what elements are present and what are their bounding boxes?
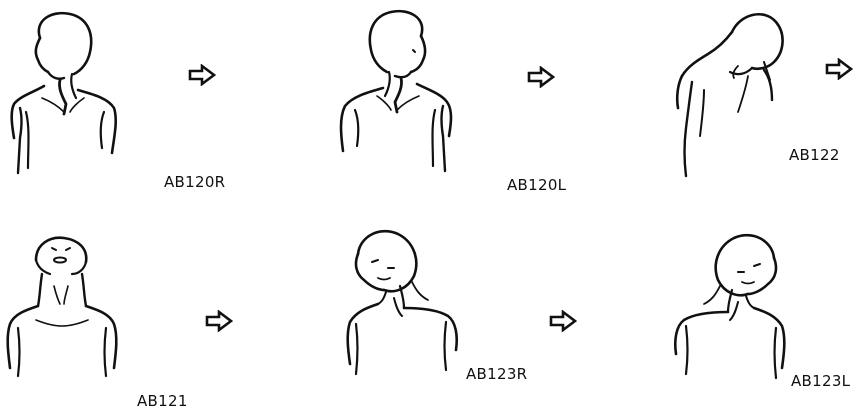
- figure-label-ab122: AB122: [789, 146, 840, 164]
- right-arrow-icon: [824, 58, 854, 80]
- head-tilted-back-illustration: [2, 234, 122, 384]
- figure-label-ab121: AB121: [137, 392, 188, 410]
- figure-head-tilted-back: [2, 234, 122, 384]
- right-arrow-icon: [548, 310, 578, 332]
- figure-label-ab123l: AB123L: [791, 372, 850, 390]
- figure-head-turned-right: [4, 8, 126, 178]
- right-arrow-icon: [526, 66, 556, 88]
- right-arrow-icon: [204, 310, 234, 332]
- figure-label-ab120r: AB120R: [164, 173, 225, 191]
- right-arrow-icon: [187, 64, 217, 86]
- figure-head-turned-left: [325, 6, 463, 176]
- head-turned-right-illustration: [4, 8, 126, 178]
- figure-head-bowed-forward: [668, 4, 792, 184]
- figure-label-ab120l: AB120L: [507, 176, 566, 194]
- head-tilted-right-illustration: [342, 224, 464, 390]
- head-bowed-forward-illustration: [668, 4, 792, 184]
- figure-head-tilted-right: [342, 224, 464, 390]
- head-tilted-left-illustration: [668, 228, 790, 392]
- figure-head-tilted-left: [668, 228, 790, 392]
- figure-label-ab123r: AB123R: [466, 365, 527, 383]
- head-turned-left-illustration: [325, 6, 463, 176]
